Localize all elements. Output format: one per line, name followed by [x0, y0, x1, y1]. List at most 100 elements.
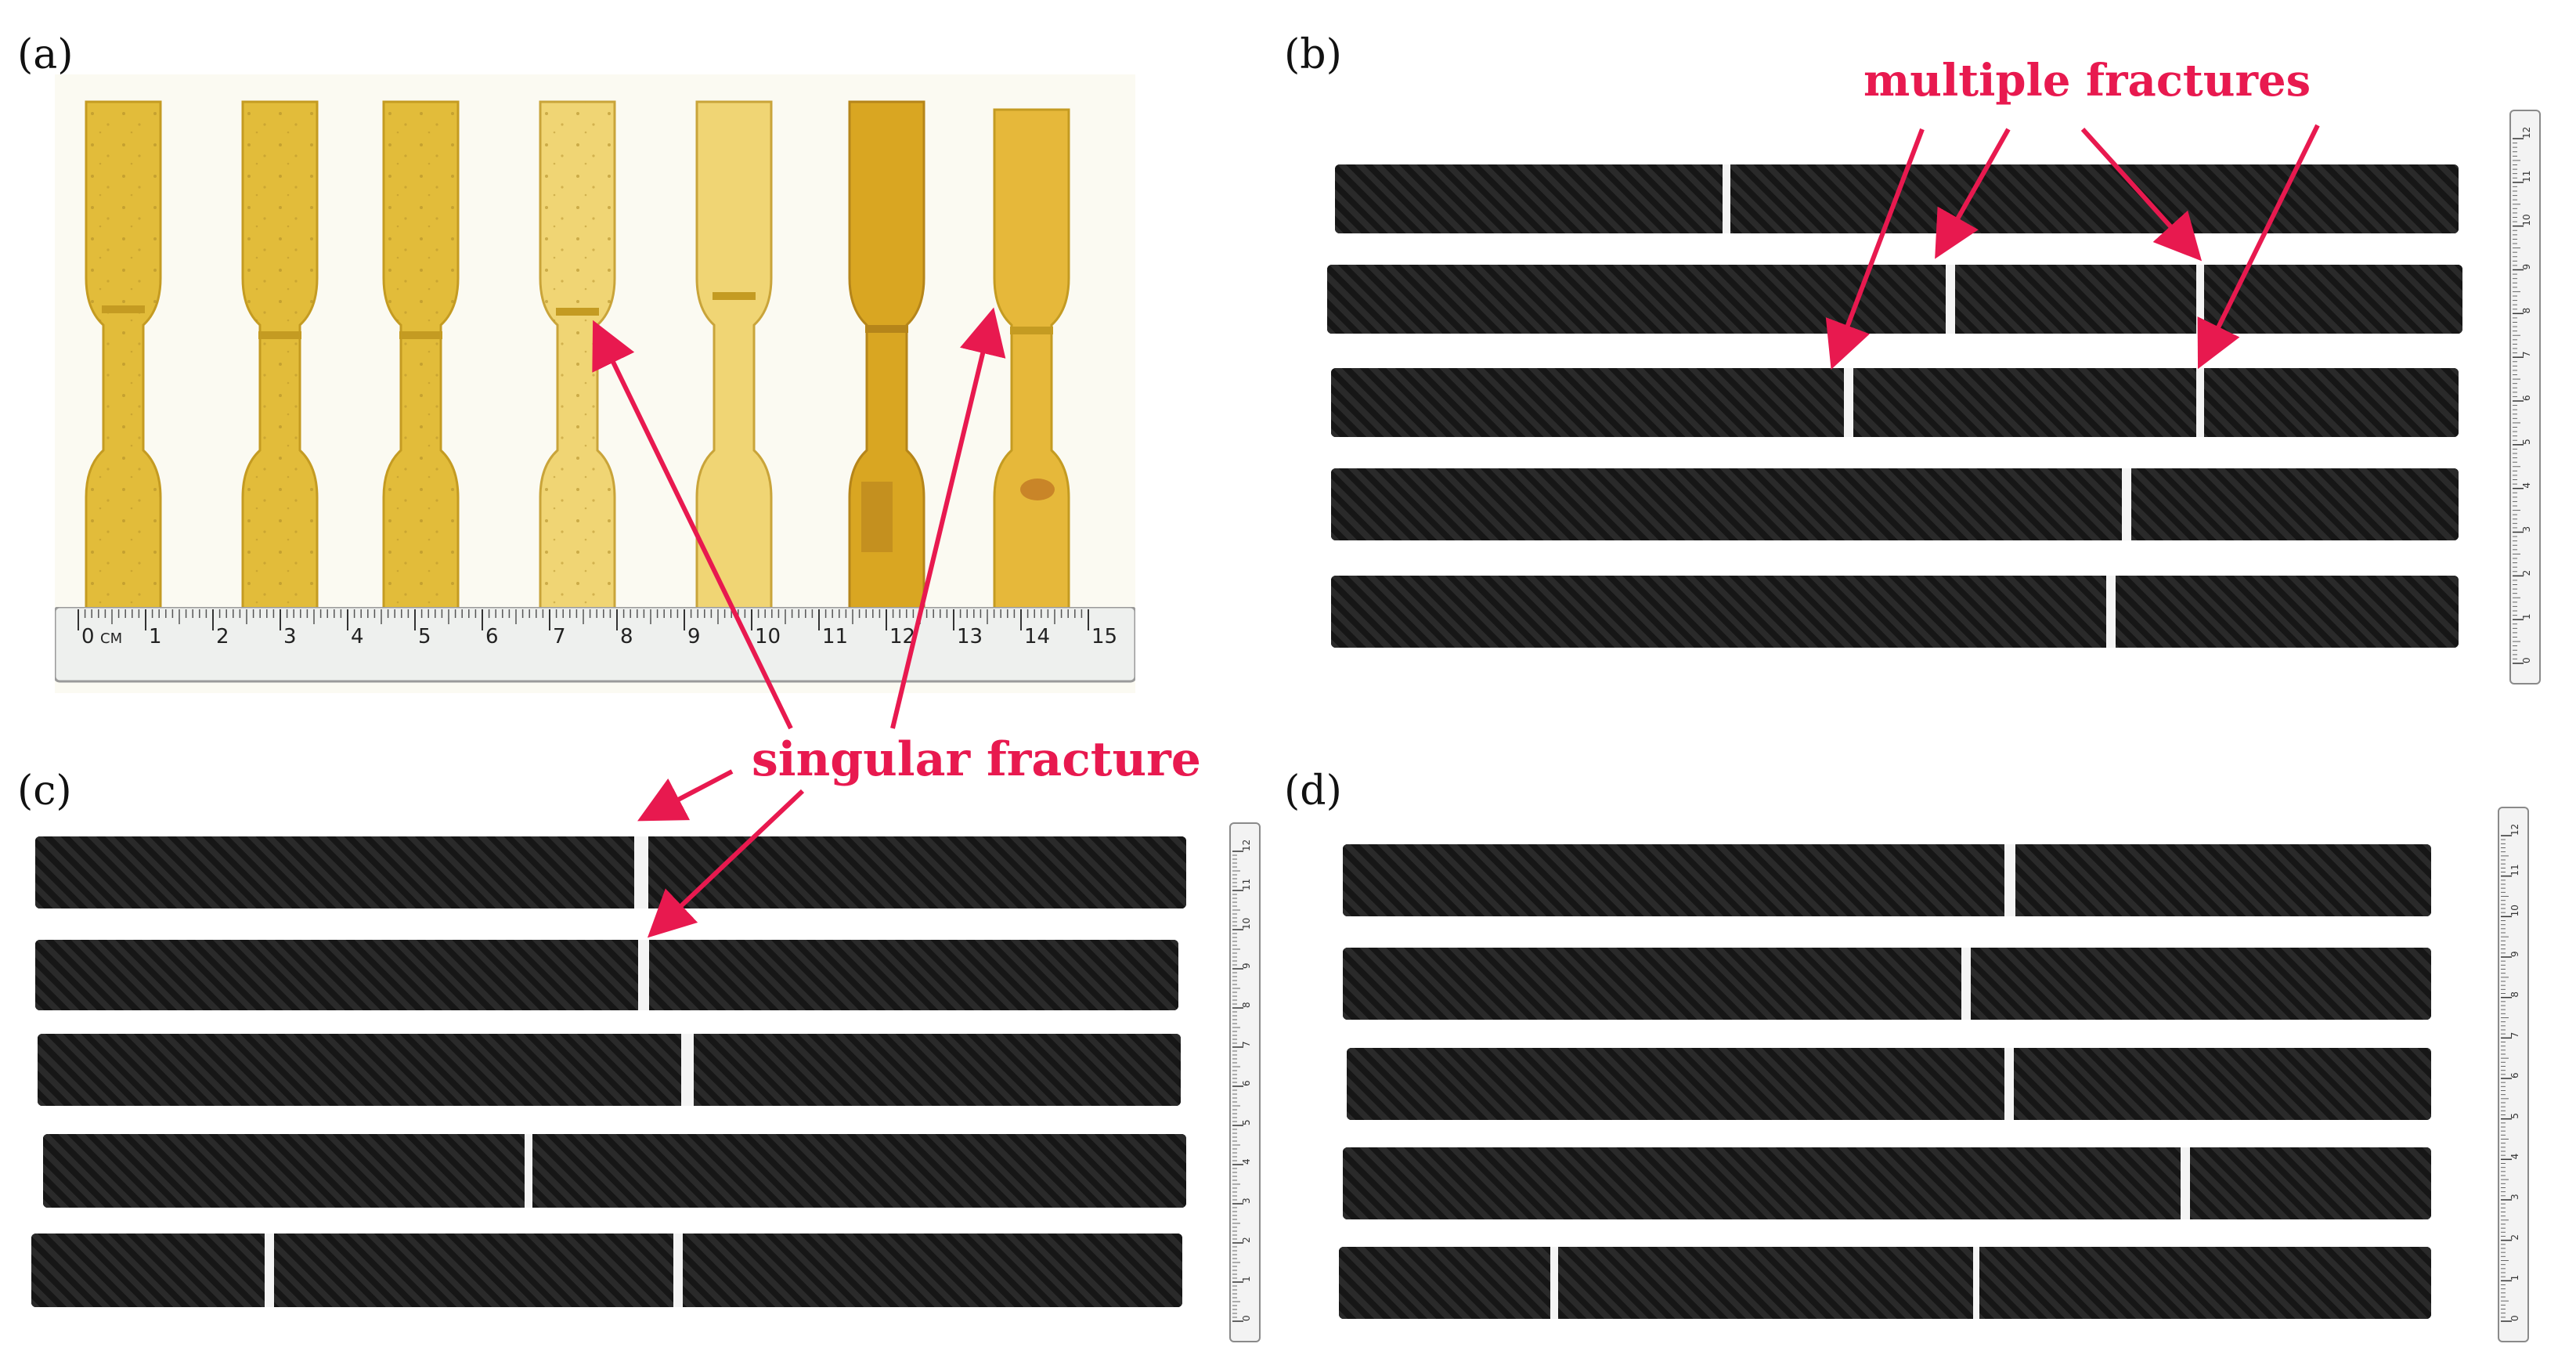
ruler-v-tick-label: 0	[2509, 1315, 2520, 1321]
ruler-v-tick-label: 3	[2521, 526, 2532, 533]
ruler-v-tick-label: 5	[2521, 439, 2532, 445]
strip-c-2	[35, 940, 1178, 1010]
ruler-v-tick-label: 2	[2521, 570, 2532, 576]
dogbone-4	[539, 100, 616, 679]
fracture-gap	[2004, 1048, 2014, 1120]
dogbone-7	[993, 108, 1070, 679]
ruler-v-tick-label: 5	[1241, 1119, 1252, 1125]
strip-b-1	[1335, 164, 2459, 233]
ruler-v-tick-label: 9	[1241, 963, 1252, 969]
strip-b-5	[1331, 576, 2459, 648]
dogbone-2	[241, 100, 319, 679]
ruler-a-tick-label: 11	[822, 625, 848, 648]
ruler-v-tick-label: 7	[2521, 352, 2532, 358]
dogbone-1	[85, 100, 162, 679]
panel-label-d: (d)	[1284, 768, 1342, 815]
ruler-v-tick-label: 1	[2509, 1275, 2520, 1281]
fracture-gap	[2196, 265, 2204, 334]
ruler-a-tick-label: 15	[1091, 625, 1117, 648]
ruler-v-tick-label: 1	[2521, 614, 2532, 620]
ruler-a-tick-label: 9	[687, 625, 701, 648]
ruler-v-tick-label: 11	[2509, 864, 2520, 876]
ruler-a-tick-label: 13	[957, 625, 983, 648]
strip-b-2	[1327, 265, 2462, 334]
fracture-gap	[1550, 1247, 1558, 1319]
ruler-v-tick-label: 9	[2521, 264, 2532, 270]
annotation-singular-fracture: singular fracture	[752, 732, 1201, 787]
fracture-gap	[2106, 576, 2116, 648]
fracture-gap	[673, 1234, 683, 1307]
ruler-v-tick-label: 3	[2509, 1194, 2520, 1200]
strip-d-2	[1343, 948, 2431, 1020]
fracture-gap	[1723, 164, 1730, 233]
ruler-v-tick-label: 10	[1241, 918, 1252, 930]
dogbone-5	[695, 100, 773, 679]
strip-d-5	[1339, 1247, 2431, 1319]
strip-d-1	[1343, 844, 2431, 916]
ruler-v-tick-label: 12	[2521, 127, 2532, 139]
strip-c-3	[38, 1034, 1181, 1106]
ruler-v-tick-label: 6	[2509, 1072, 2520, 1078]
ruler-v-tick-label: 12	[2509, 824, 2520, 836]
ruler-v-tick-label: 0	[1241, 1315, 1252, 1321]
ruler-v-tick-label: 8	[2509, 992, 2520, 998]
ruler-v-tick-label: 11	[1241, 879, 1252, 890]
ruler-v-tick-label: 8	[1241, 1002, 1252, 1008]
ruler-v-tick-label: 10	[2509, 905, 2520, 916]
strip-b-3	[1331, 368, 2459, 437]
ruler-a-tick-label: 8	[620, 625, 633, 648]
dogbone-6	[848, 100, 925, 679]
ruler-v-tick-label: 2	[1241, 1237, 1252, 1243]
ruler-a-tick-label: 0	[81, 625, 95, 648]
panel-label-b: (b)	[1284, 31, 1342, 78]
fracture-gap	[1961, 948, 1971, 1020]
ruler-v-tick-label: 9	[2509, 951, 2520, 957]
fracture-gap	[265, 1234, 274, 1307]
fracture-gap	[2122, 468, 2131, 540]
dogbone-3	[382, 100, 460, 679]
ruler-a-tick-label: 2	[216, 625, 229, 648]
ruler-v-tick-label: 6	[2521, 395, 2532, 401]
ruler-v-tick-label: 4	[2521, 482, 2532, 489]
fracture-gap	[2196, 368, 2204, 437]
panel-label-c: (c)	[17, 768, 72, 815]
ruler-v-tick-label: 8	[2521, 308, 2532, 314]
strip-c-5	[31, 1234, 1182, 1307]
ruler-v-tick-label: 4	[2509, 1154, 2520, 1160]
ruler-v-tick-label: 5	[2509, 1113, 2520, 1119]
ruler-v-tick-label: 11	[2521, 171, 2532, 182]
ruler-a-tick-label: 1	[149, 625, 162, 648]
ruler-v-tick-label: 1	[1241, 1276, 1252, 1282]
ruler-v-tick-label: 3	[1241, 1197, 1252, 1204]
ruler-v-tick-label: 7	[2509, 1032, 2520, 1038]
ruler-v-tick-label: 6	[1241, 1080, 1252, 1086]
dogbone-specimens	[85, 100, 1070, 679]
ruler-v-tick-label: 10	[2521, 214, 2532, 226]
ruler-a-tick-label: 14	[1024, 625, 1050, 648]
ruler-a-tick-label: 5	[418, 625, 431, 648]
ruler-a-tick-label: 10	[755, 625, 781, 648]
ruler-v-tick-label: 4	[1241, 1158, 1252, 1165]
fracture-gap	[681, 1034, 694, 1106]
strip-d-4	[1343, 1147, 2431, 1219]
fracture-gap	[2181, 1147, 2190, 1219]
ruler-a-tick-label: 7	[553, 625, 566, 648]
fracture-gap	[2004, 844, 2015, 916]
strip-b-4	[1331, 468, 2459, 540]
ruler-a-tick-label: 4	[351, 625, 364, 648]
ruler-a-tick-label: 12	[889, 625, 915, 648]
ruler-a-tick-label: 3	[283, 625, 297, 648]
strip-d-3	[1347, 1048, 2431, 1120]
fracture-gap	[634, 836, 648, 908]
strip-c-4	[43, 1134, 1186, 1208]
fracture-gap	[525, 1134, 532, 1208]
ruler-v-tick-label: 7	[1241, 1041, 1252, 1047]
ruler-v-tick-label: 2	[2509, 1234, 2520, 1241]
arrow-singular-3	[637, 769, 734, 822]
fracture-gap	[1844, 368, 1853, 437]
